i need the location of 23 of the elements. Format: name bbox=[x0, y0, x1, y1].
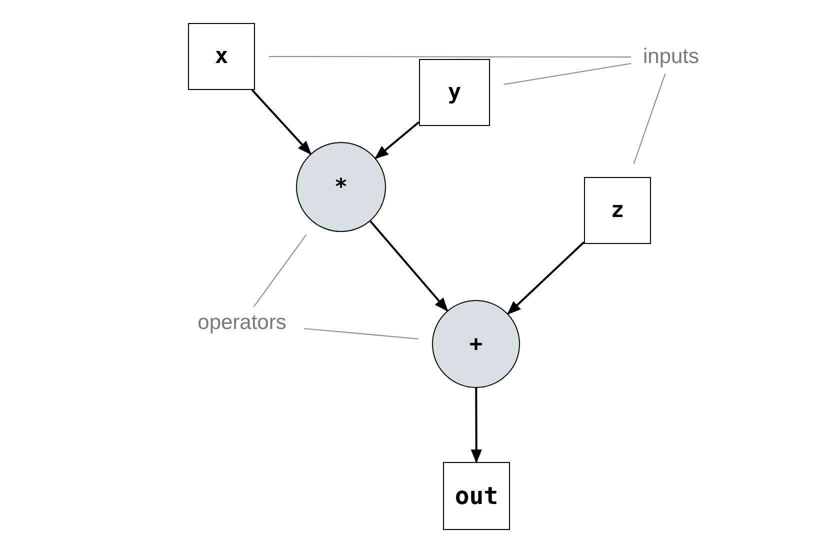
variable-box bbox=[188, 23, 255, 90]
arrow bbox=[506, 241, 585, 315]
node-label: y bbox=[448, 80, 462, 105]
arrow bbox=[470, 388, 482, 464]
node-label: out bbox=[454, 482, 498, 510]
variable-box bbox=[584, 177, 651, 244]
arrow bbox=[374, 121, 420, 160]
leader-line bbox=[503, 63, 632, 85]
leader-line bbox=[633, 73, 666, 164]
variable-box bbox=[419, 59, 490, 126]
leader-line bbox=[253, 234, 307, 308]
node-label: * bbox=[334, 174, 348, 200]
arrow bbox=[370, 220, 448, 312]
arrow bbox=[251, 89, 312, 155]
operator-circle bbox=[296, 142, 386, 232]
annotation-text: inputs bbox=[642, 45, 700, 69]
leader-line bbox=[268, 56, 632, 58]
node-label: z bbox=[610, 198, 624, 223]
annotation-text: operators bbox=[198, 311, 286, 335]
leader-line bbox=[303, 328, 419, 340]
output-box bbox=[443, 462, 510, 530]
node-label: x bbox=[214, 44, 228, 69]
node-label: + bbox=[469, 332, 483, 356]
